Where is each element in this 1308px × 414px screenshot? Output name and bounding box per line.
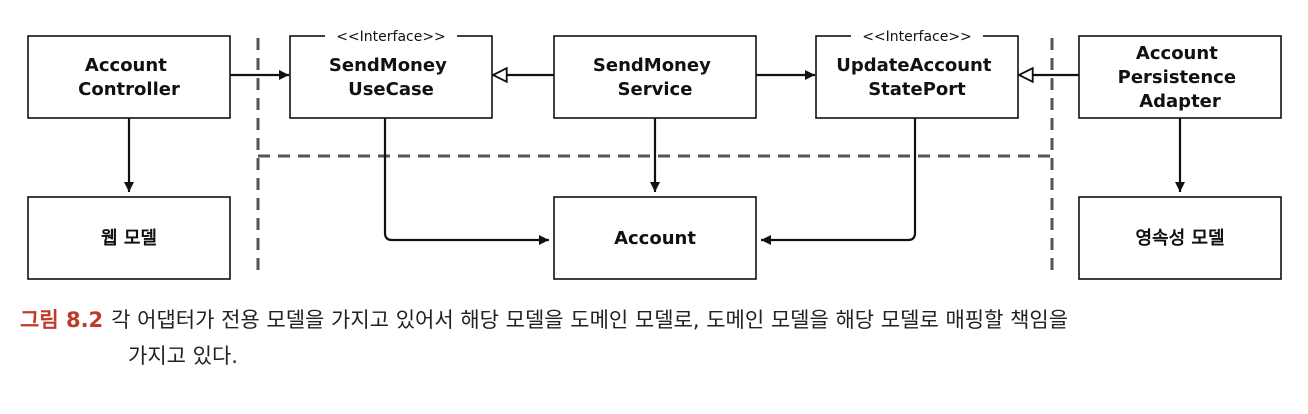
application-core-boundary (256, 38, 1054, 278)
persistence-model-label: 영속성 모델 (1135, 228, 1224, 249)
sendmoney-usecase-label-1: SendMoney (329, 55, 447, 76)
svg-text:Account Persistence: Account Persistence Adapter (1118, 43, 1243, 112)
account-label: Account (614, 228, 696, 249)
figure-number: 그림 8.2 (20, 308, 104, 332)
architecture-diagram: Account Controller <<Interface>> SendMon… (27, 25, 1282, 280)
svg-text:SendMoney UseCase: SendMoney UseCase (329, 55, 453, 100)
caption-line-1: 그림 8.2 각 어댑터가 전용 모델을 가지고 있어서 해당 모델을 도메인 모… (20, 302, 1300, 338)
sendmoney-usecase-stereotype: <<Interface>> (336, 29, 446, 45)
account-persistence-adapter-label-3: Adapter (1139, 91, 1221, 112)
account-persistence-adapter-label-2: Persistence (1118, 67, 1236, 88)
usecase-to-account-arrow (383, 118, 549, 245)
caption-text-2: 가지고 있다. (128, 344, 238, 368)
account-controller-box: Account Controller (27, 35, 231, 119)
account-controller-label-1: Account (85, 55, 167, 76)
svg-text:UpdateAccount StatePort: UpdateAccount StatePort (836, 55, 998, 100)
sendmoney-service-label-2: Service (618, 79, 693, 100)
persistence-model-box: 영속성 모델 (1078, 196, 1282, 280)
update-account-state-port-label-2: StatePort (868, 79, 966, 100)
account-persistence-adapter-label-1: Account (1136, 43, 1218, 64)
caption-text-1: 각 어댑터가 전용 모델을 가지고 있어서 해당 모델을 도메인 모델로, 도메… (111, 308, 1069, 332)
port-to-account-arrow (761, 118, 917, 245)
web-model-label: 웹 모델 (101, 228, 157, 249)
web-model-box: 웹 모델 (27, 196, 231, 280)
update-account-state-port-label-1: UpdateAccount (836, 55, 992, 76)
sendmoney-service-box: SendMoney Service (553, 35, 757, 119)
sendmoney-usecase-box: <<Interface>> SendMoney UseCase (289, 25, 493, 119)
account-controller-label-2: Controller (78, 79, 180, 100)
account-persistence-adapter-box: Account Persistence Adapter (1078, 35, 1282, 119)
account-box: Account (553, 196, 757, 280)
svg-text:Account Controller: Account Controller (78, 55, 180, 100)
sendmoney-service-label-1: SendMoney (593, 55, 711, 76)
sendmoney-usecase-label-2: UseCase (348, 79, 434, 100)
svg-text:SendMoney Service: SendMoney Service (593, 55, 717, 100)
figure-caption: 그림 8.2 각 어댑터가 전용 모델을 가지고 있어서 해당 모델을 도메인 모… (20, 302, 1300, 374)
update-account-state-port-stereotype: <<Interface>> (862, 29, 972, 45)
update-account-state-port-box: <<Interface>> UpdateAccount StatePort (815, 25, 1019, 119)
